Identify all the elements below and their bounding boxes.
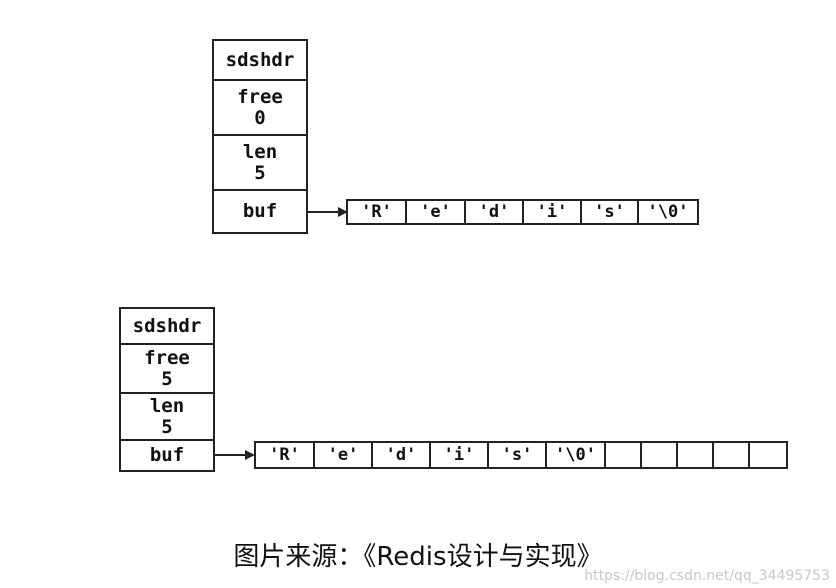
struct-header: sdshdr <box>121 309 213 345</box>
len-label: len <box>149 394 185 417</box>
buffer-cell: 's' <box>489 443 547 467</box>
buf-label: buf <box>242 200 278 222</box>
buffer-cell <box>714 443 750 467</box>
buf-pointer-arrow-2 <box>215 450 255 460</box>
char-buffer-2: 'R' 'e' 'd' 'i' 's' '\0' <box>254 441 788 469</box>
len-value: 5 <box>161 415 173 438</box>
header-label: sdshdr <box>225 48 295 71</box>
buffer-cell: '\0' <box>547 443 606 467</box>
char-buffer-1: 'R' 'e' 'd' 'i' 's' '\0' <box>346 199 699 225</box>
buffer-cell: '\0' <box>647 202 689 222</box>
figure-caption: 图片来源：《Redis设计与实现》 <box>233 542 603 572</box>
free-label: free <box>144 346 190 369</box>
free-field: free 5 <box>121 345 213 394</box>
buffer-cell <box>678 443 714 467</box>
free-label: free <box>237 85 283 108</box>
struct-header: sdshdr <box>214 41 306 81</box>
buffer-cell: 'e' <box>407 201 466 223</box>
sdshdr-struct-2: sdshdr free 5 len 5 buf <box>119 307 215 472</box>
len-value: 5 <box>254 161 266 184</box>
header-label: sdshdr <box>132 314 202 337</box>
free-value: 0 <box>254 106 266 129</box>
len-label: len <box>242 140 278 163</box>
buffer-cell: 'R' <box>348 201 407 223</box>
len-field: len 5 <box>121 394 213 441</box>
buffer-cell <box>642 443 678 467</box>
buffer-cell: 'e' <box>315 443 373 467</box>
free-field: free 0 <box>214 81 306 136</box>
sdshdr-struct-1: sdshdr free 0 len 5 buf <box>212 39 308 234</box>
watermark: https://blog.csdn.net/qq_34495753 <box>584 568 830 584</box>
buffer-cell <box>750 443 786 467</box>
buf-pointer-arrow-1 <box>308 207 348 217</box>
buffer-cell: 'd' <box>466 201 524 223</box>
buf-field: buf <box>121 441 213 470</box>
buffer-cell <box>606 443 642 467</box>
len-field: len 5 <box>214 136 306 191</box>
buf-label: buf <box>149 444 185 466</box>
buf-field: buf <box>214 191 306 232</box>
buffer-cell: 'i' <box>431 443 489 467</box>
buffer-cell: 's' <box>582 201 639 223</box>
buffer-cell: 'd' <box>373 443 431 467</box>
buffer-cell: 'i' <box>524 201 582 223</box>
free-value: 5 <box>161 367 173 390</box>
buffer-cell: 'R' <box>256 443 315 467</box>
